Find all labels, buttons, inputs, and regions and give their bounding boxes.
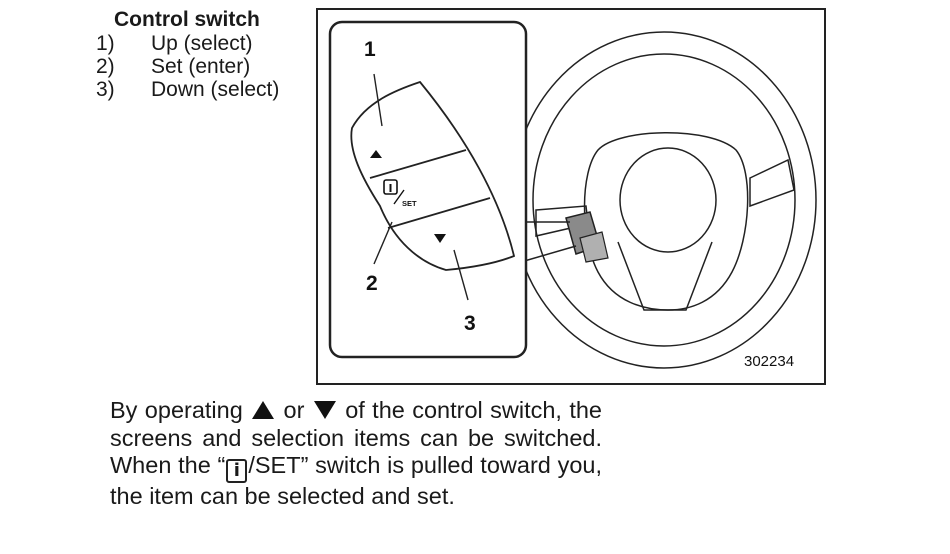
- paragraph-text: of the control switch, the screens and s…: [110, 397, 602, 478]
- down-arrow-icon: [434, 234, 446, 243]
- up-arrow-icon: [370, 150, 382, 158]
- info-icon: i: [226, 459, 248, 483]
- steering-wheel-rim-outer: [511, 31, 817, 369]
- paragraph-text: /SET” switch is pulled toward you, the i…: [110, 452, 602, 509]
- paragraph-text: or: [283, 397, 305, 423]
- leader-line: [373, 221, 393, 265]
- info-set-icon: SET: [383, 179, 417, 208]
- leader-line: [373, 73, 383, 127]
- up-triangle-icon: [252, 401, 275, 419]
- legend-item: 2) Set (enter): [96, 55, 279, 78]
- down-triangle-icon: [313, 401, 336, 419]
- steering-wheel-hub: [583, 132, 749, 311]
- legend-item-number: 1): [96, 32, 115, 55]
- switch-housing: [350, 80, 516, 271]
- steering-wheel-illustration: SET 1 2 3 302234: [328, 20, 817, 370]
- legend-item-label: Up (select): [151, 32, 253, 55]
- instruction-paragraph: By operating or of the control switch, t…: [110, 397, 602, 511]
- callout-box: [328, 20, 528, 359]
- steering-wheel-airbag: [619, 147, 717, 253]
- callout-number: 2: [366, 272, 378, 295]
- callout-number: 3: [464, 312, 476, 335]
- steering-wheel-rim-inner: [532, 53, 796, 347]
- leader-line: [453, 249, 469, 301]
- steering-wheel-lower-spoke: [617, 241, 713, 311]
- legend-item-label: Set (enter): [151, 55, 251, 78]
- steering-wheel-right-spoke: [749, 158, 795, 208]
- legend-item: 3) Down (select): [96, 78, 279, 101]
- switch-divider: [387, 197, 491, 229]
- legend-item-label: Down (select): [151, 78, 280, 101]
- callout-number: 1: [364, 38, 376, 61]
- legend: Control switch 1) Up (select) 2) Set (en…: [96, 8, 279, 101]
- legend-item-number: 3): [96, 78, 115, 101]
- legend-item: 1) Up (select): [96, 32, 279, 55]
- switch-set-label: SET: [402, 199, 417, 208]
- legend-title: Control switch: [114, 8, 260, 31]
- legend-item-number: 2): [96, 55, 115, 78]
- control-switch-figure: SET 1 2 3 302234: [316, 8, 826, 385]
- paragraph-text: By operating: [110, 397, 243, 423]
- wheel-switch-highlight: [565, 211, 609, 263]
- switch-divider: [369, 149, 467, 179]
- figure-number: 302234: [744, 353, 794, 370]
